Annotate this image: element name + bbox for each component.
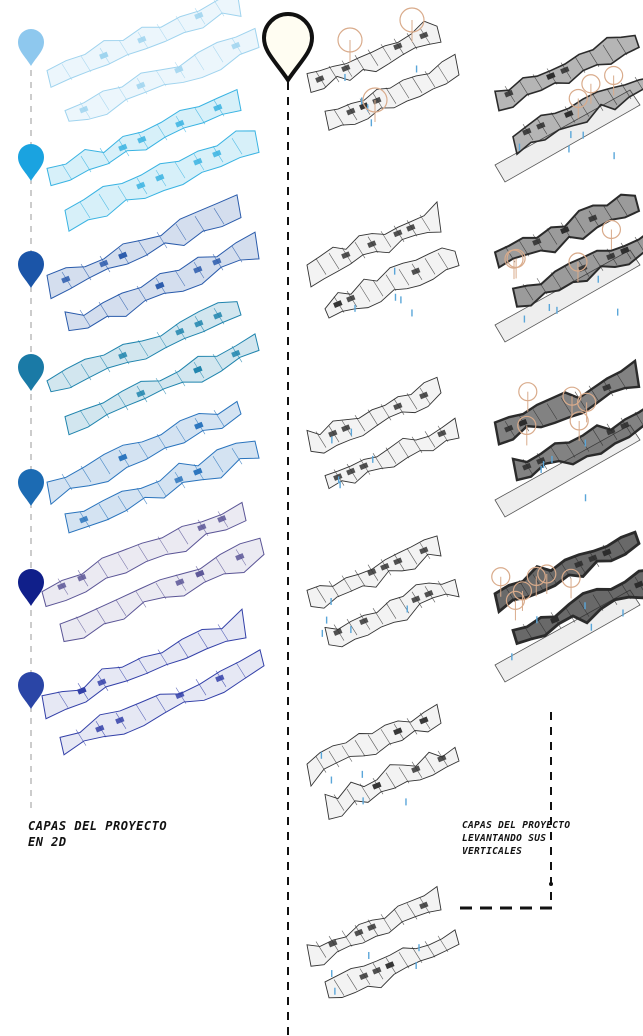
plan-layer-sketch: [306, 7, 460, 131]
map-pin-icon: [18, 251, 44, 288]
main-map-pin-icon: [261, 12, 315, 84]
plan-layer-sketch: [306, 703, 460, 820]
caption-layers-2d-line-1: CAPAS DEL PROYECTO: [28, 819, 168, 833]
map-pin-icon: [18, 672, 44, 709]
caption-layers-3d-line-3: VERTICALES: [462, 845, 523, 857]
plan-layer-3d-mass: [493, 358, 643, 482]
caption-layers-2d-line-2: EN 2D: [28, 835, 67, 850]
plan-layer-3d: [491, 530, 643, 683]
map-pin-icon: [18, 144, 44, 181]
plan-layer-sketch: [306, 200, 460, 319]
plan-layer-2d: [46, 0, 260, 122]
plan-layer-2d: [41, 501, 265, 643]
map-pin-icon: [18, 569, 44, 606]
plan-layer-2d: [46, 88, 260, 232]
caption-layers-2d: CAPAS DEL PROYECTO EN 2D: [28, 818, 167, 850]
connector-marker: [549, 882, 553, 886]
plan-layer-sketch: [306, 376, 460, 490]
plan-layer-sketch: [306, 885, 460, 999]
plan-layer-2d: [46, 301, 260, 436]
map-pin-icon: [18, 29, 44, 66]
plan-layer-2d: [46, 400, 260, 534]
plan-layer-3d: [494, 34, 643, 183]
plan-layer-2d: [46, 194, 260, 332]
caption-layers-3d-line-2: LEVANTANDO SUS: [462, 832, 547, 844]
plan-layer-sketch: [306, 535, 460, 648]
plan-layer-3d: [493, 193, 643, 343]
caption-layers-3d-line-1: CAPAS DEL PROYECTO: [462, 820, 571, 831]
map-pin-icon: [18, 469, 44, 506]
caption-layers-3d: CAPAS DEL PROYECTO LEVANTANDO SUS VERTIC…: [462, 820, 570, 858]
plan-layer-3d: [493, 358, 643, 518]
map-pin-icon: [18, 354, 44, 391]
plan-layer-2d: [41, 608, 265, 756]
